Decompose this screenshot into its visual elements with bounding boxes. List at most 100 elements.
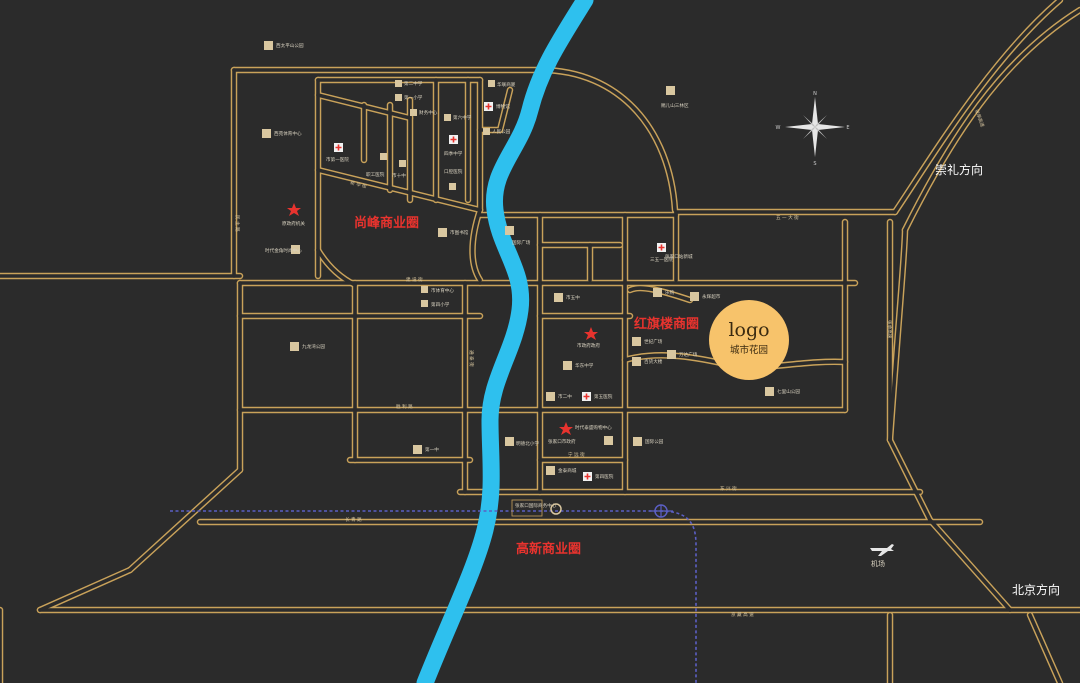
- poi-layer: 西太平山公园 第二中学 第一小学 财务中心 西苑体育中心 市第一医院 职工医院 …: [262, 41, 800, 517]
- poi-marker[interactable]: 口腔医院: [444, 168, 463, 190]
- svg-text:华东中学: 华东中学: [575, 362, 594, 369]
- poi-marker[interactable]: 赐儿山三林区: [661, 86, 689, 109]
- svg-text:百货大楼: 百货大楼: [644, 358, 663, 365]
- star-icon: [584, 327, 598, 340]
- poi-marker[interactable]: 博物馆: [484, 102, 510, 111]
- district-shangfeng: 尚峰商业圈: [354, 215, 419, 231]
- svg-text:博物馆: 博物馆: [496, 103, 510, 110]
- poi-marker[interactable]: 西太平山公园: [264, 41, 304, 50]
- poi-marker[interactable]: 职工医院: [366, 153, 387, 178]
- poi-marker[interactable]: 九龙湾公园: [290, 342, 325, 351]
- poi-marker[interactable]: 市政府政府: [577, 342, 600, 349]
- poi-marker[interactable]: 明德北小学: [505, 437, 539, 447]
- poi-marker[interactable]: 百货大楼: [632, 357, 663, 366]
- svg-text:第六中学: 第六中学: [453, 114, 472, 121]
- road-xinhua: 新 华 街: [350, 179, 368, 190]
- poi-marker[interactable]: 国际公园: [633, 437, 664, 446]
- svg-text:赐儿山三林区: 赐儿山三林区: [661, 102, 689, 109]
- poi-marker[interactable]: 市图书馆: [438, 228, 469, 237]
- poi-marker[interactable]: 财务中心: [410, 109, 438, 116]
- svg-text:第四小学: 第四小学: [431, 301, 450, 308]
- road-r4: 长 青 路: [345, 516, 362, 523]
- road-zhangcheng-b: 张承高速: [886, 320, 893, 339]
- poi-marker[interactable]: 原政府机关: [282, 220, 305, 227]
- poi-marker[interactable]: 市体育中心: [421, 286, 454, 294]
- poi-marker[interactable]: 市五中: [554, 293, 580, 302]
- svg-text:时代泰盛购物中心: 时代泰盛购物中心: [575, 424, 612, 431]
- poi-marker[interactable]: 人民公园: [483, 128, 511, 135]
- poi-marker[interactable]: 乐购: [653, 288, 675, 297]
- svg-text:市图书馆: 市图书馆: [450, 229, 469, 236]
- poi-marker[interactable]: 张家口国际商务中心: [511, 499, 557, 517]
- poi-marker[interactable]: 第四小学: [421, 300, 450, 308]
- poi-marker[interactable]: 市二中: [546, 392, 572, 401]
- svg-text:张家口站新城: 张家口站新城: [665, 253, 693, 260]
- svg-text:口腔医院: 口腔医院: [444, 168, 463, 175]
- svg-text:国际公园: 国际公园: [645, 438, 664, 445]
- poi-marker[interactable]: 四季中学: [444, 135, 463, 157]
- svg-text:市政府政府: 市政府政府: [577, 342, 600, 349]
- poi-marker[interactable]: 市第一医院: [326, 143, 349, 163]
- direction-chongli: 崇礼方向: [935, 162, 983, 177]
- airport-marker[interactable]: 机场: [870, 544, 894, 568]
- compass-w: W: [776, 125, 781, 131]
- poi-marker[interactable]: [550, 503, 562, 515]
- logo-sub-text: 城市花园: [730, 344, 768, 356]
- poi-marker[interactable]: 万达广场: [667, 350, 698, 359]
- poi-marker[interactable]: 七里山公园: [765, 387, 800, 396]
- poi-marker[interactable]: 时代金角时尚中心: [265, 245, 302, 254]
- poi-marker[interactable]: 三五一医院: [650, 243, 673, 263]
- compass-s: S: [813, 161, 816, 167]
- poi-marker[interactable]: 西苑体育中心: [262, 129, 302, 138]
- railway: [170, 510, 697, 683]
- poi-marker[interactable]: 国际广场: [505, 226, 531, 246]
- landmark-stars: [287, 203, 598, 435]
- poi-marker[interactable]: 第二中学: [395, 80, 423, 87]
- svg-text:张家口国际商务中心: 张家口国际商务中心: [515, 502, 557, 509]
- poi-marker[interactable]: 时代泰盛购物中心: [575, 424, 612, 431]
- svg-text:张家口市政府: 张家口市政府: [548, 438, 576, 445]
- poi-marker[interactable]: 第五医院: [582, 392, 613, 401]
- poi-marker[interactable]: 永辉超市: [690, 292, 721, 301]
- poi-marker[interactable]: 第一小学: [395, 94, 423, 101]
- road-jingzang: 京 藏 高 速: [731, 611, 754, 618]
- svg-text:人民公园: 人民公园: [492, 129, 511, 135]
- svg-text:华联商厦: 华联商厦: [497, 81, 516, 88]
- poi-marker[interactable]: 金泰商城: [546, 466, 577, 475]
- poi-marker[interactable]: 市十中: [392, 160, 406, 179]
- star-icon: [287, 203, 301, 216]
- poi-marker[interactable]: 张家口市政府: [548, 436, 613, 445]
- poi-marker[interactable]: 世纪广场: [632, 337, 663, 346]
- road-r7: 通 泰 街: [468, 350, 475, 367]
- poi-marker[interactable]: 张家口站新城: [665, 253, 693, 260]
- svg-text:职工医院: 职工医院: [366, 171, 385, 178]
- compass-e: E: [846, 125, 849, 131]
- svg-text:市五中: 市五中: [566, 294, 580, 301]
- project-logo-marker[interactable]: logo 城市花园: [709, 300, 789, 380]
- svg-text:西太平山公园: 西太平山公园: [276, 42, 304, 49]
- road-r6: 宁 远 街: [568, 451, 585, 458]
- poi-marker[interactable]: 华东中学: [563, 361, 594, 370]
- svg-text:金泰商城: 金泰商城: [558, 467, 577, 474]
- svg-text:七里山公园: 七里山公园: [777, 388, 800, 395]
- svg-text:第五医院: 第五医院: [594, 393, 613, 400]
- svg-text:第二中学: 第二中学: [404, 80, 423, 87]
- svg-text:财务中心: 财务中心: [419, 109, 438, 116]
- svg-text:三五一医院: 三五一医院: [650, 256, 673, 263]
- svg-text:市二中: 市二中: [558, 393, 572, 400]
- poi-marker[interactable]: 第一中: [413, 445, 439, 454]
- poi-marker[interactable]: 第四医院: [583, 472, 614, 481]
- railway-junction-icon: [649, 504, 673, 518]
- star-icon: [559, 422, 573, 435]
- logo-main-text: logo: [728, 319, 769, 341]
- road-r2: 建 设 街: [406, 276, 423, 283]
- poi-marker[interactable]: 华联商厦: [488, 80, 516, 88]
- svg-text:第四医院: 第四医院: [595, 473, 614, 480]
- svg-text:四季中学: 四季中学: [444, 150, 463, 157]
- road-r1: 民 主 路: [234, 215, 241, 232]
- district-gaoxin: 高新商业圈: [516, 541, 581, 557]
- poi-marker[interactable]: 第六中学: [444, 114, 472, 121]
- compass-rose-icon: N S W E: [776, 91, 850, 167]
- road-r5: 东 兴 街: [720, 485, 737, 492]
